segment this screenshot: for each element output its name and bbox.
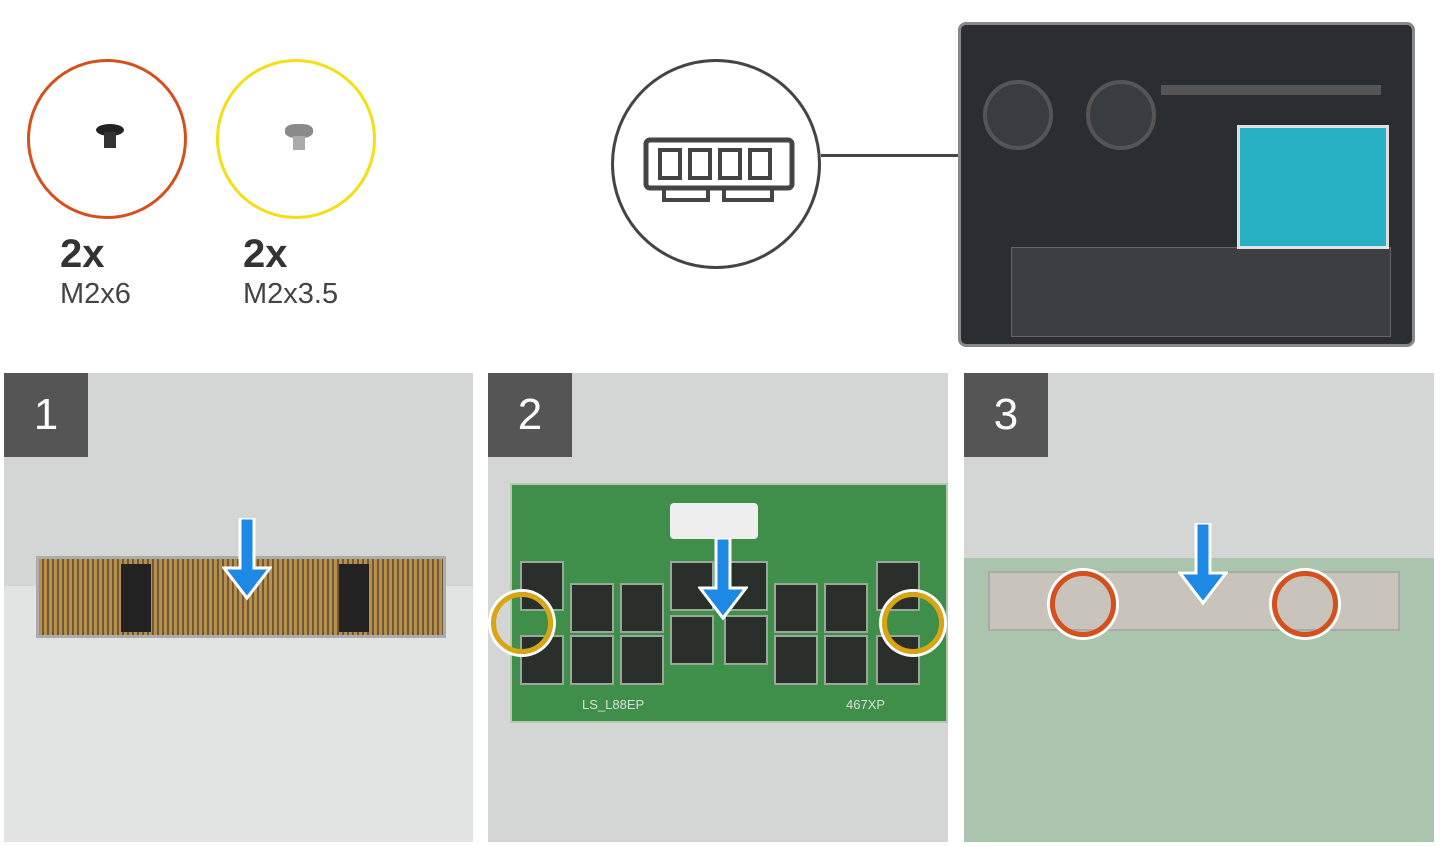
screw-location-ring xyxy=(1272,571,1338,637)
laptop-overview-image xyxy=(958,22,1415,347)
screw-location-ring xyxy=(1050,571,1116,637)
arrow-down-icon xyxy=(698,538,748,621)
memory-highlight xyxy=(1237,125,1389,249)
step-number: 3 xyxy=(964,373,1048,457)
screw-thread xyxy=(293,136,305,150)
memory-chip xyxy=(620,635,664,685)
screw-callout-m2x3-5 xyxy=(216,59,376,219)
step-3-panel: 3 xyxy=(964,373,1434,842)
memory-chip xyxy=(824,583,868,633)
screw-size: M2x3.5 xyxy=(243,278,339,310)
screw-callout-m2x6 xyxy=(27,59,187,219)
step-number: 2 xyxy=(488,373,572,457)
screw-black-icon xyxy=(96,124,124,136)
memory-chip xyxy=(620,583,664,633)
module-label xyxy=(670,503,758,539)
step-2-panel: 2 LS_L88EP 467XP xyxy=(488,373,948,842)
memory-chip xyxy=(774,635,818,685)
connector-post xyxy=(121,564,151,632)
memory-module: LS_L88EP 467XP xyxy=(510,483,948,723)
screw-thread xyxy=(104,132,116,148)
memory-chip xyxy=(570,635,614,685)
step-1-panel: 1 xyxy=(4,373,473,842)
screw-quantity: 2x xyxy=(60,232,105,276)
arrow-down-icon xyxy=(222,518,272,601)
battery xyxy=(1011,247,1391,337)
memory-chip xyxy=(570,583,614,633)
heatpipe xyxy=(1161,85,1381,95)
fan xyxy=(1086,80,1156,150)
memory-chip xyxy=(724,615,768,665)
board-label: 467XP xyxy=(846,697,886,712)
screw-size: M2x6 xyxy=(60,278,131,310)
memory-module-icon xyxy=(611,59,821,269)
screw-quantity: 2x xyxy=(243,232,288,276)
screw-location-ring xyxy=(491,592,553,654)
fan xyxy=(983,80,1053,150)
arrow-down-icon xyxy=(1178,523,1228,606)
board-label: LS_L88EP xyxy=(582,697,645,712)
screw-location-ring xyxy=(882,592,944,654)
connector-post xyxy=(339,564,369,632)
step-number: 1 xyxy=(4,373,88,457)
memory-chip xyxy=(774,583,818,633)
memory-chip xyxy=(824,635,868,685)
memory-chip xyxy=(670,561,714,611)
screw-silver-icon xyxy=(285,124,313,138)
memory-chip xyxy=(670,615,714,665)
